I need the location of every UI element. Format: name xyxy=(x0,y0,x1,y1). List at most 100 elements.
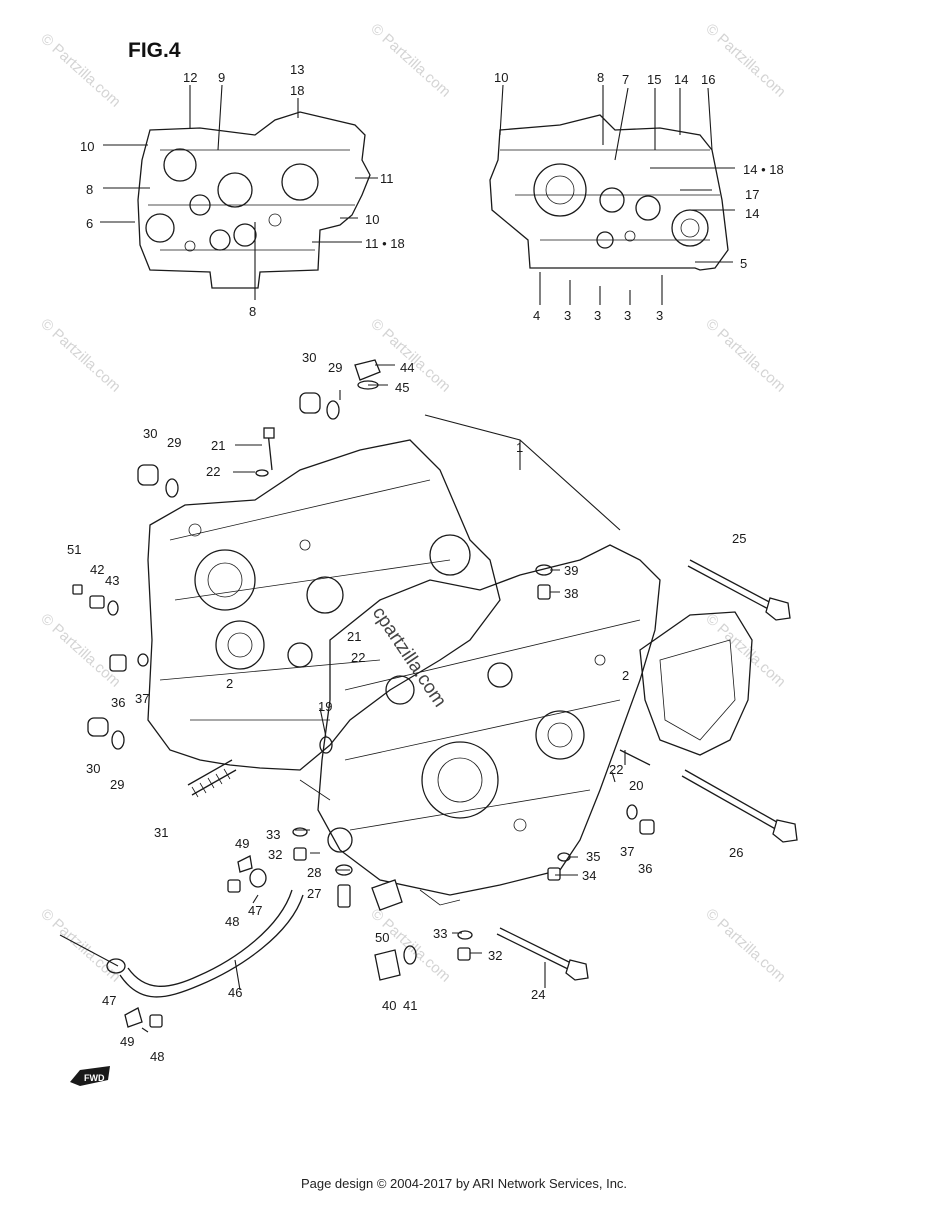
part-callout-c27: 30 xyxy=(302,350,316,365)
watermark-text: © Partzilla.com xyxy=(37,315,123,395)
part-callout-c28: 29 xyxy=(328,360,342,375)
part-callout-c33: 29 xyxy=(167,435,181,450)
part-callout-c66: 50 xyxy=(375,930,389,945)
part-callout-c39: 51 xyxy=(67,542,81,557)
part-callout-c2: 9 xyxy=(218,70,225,85)
part-callout-c67: 33 xyxy=(433,926,447,941)
oil-pressure-switch-50 xyxy=(371,879,403,911)
part-callout-c25: 3 xyxy=(624,308,631,323)
watermark-text: © Partzilla.com xyxy=(37,610,123,690)
part-callout-c1: 12 xyxy=(183,70,197,85)
part-callout-c72: 40 xyxy=(382,998,396,1013)
part-callout-c30: 45 xyxy=(395,380,409,395)
part-callout-c15: 15 xyxy=(647,72,661,87)
part-callout-c38: 38 xyxy=(564,586,578,601)
part-callout-c54: 26 xyxy=(729,845,743,860)
part-callout-c60: 28 xyxy=(307,865,321,880)
part-callout-c63: 27 xyxy=(307,886,321,901)
bolts xyxy=(496,559,798,981)
part-callout-c51: 22 xyxy=(609,762,623,777)
part-callout-c75: 48 xyxy=(150,1049,164,1064)
part-callout-c59: 32 xyxy=(268,847,282,862)
part-callout-c61: 35 xyxy=(586,849,600,864)
part-callout-c46: 2 xyxy=(226,676,233,691)
oil-seal-30 xyxy=(299,392,321,414)
part-callout-c57: 49 xyxy=(235,836,249,851)
part-callout-c12: 10 xyxy=(494,70,508,85)
part-callout-c37: 39 xyxy=(564,563,578,578)
part-callout-c5: 10 xyxy=(80,139,94,154)
part-callout-c50: 29 xyxy=(110,777,124,792)
part-callout-c17: 16 xyxy=(701,72,715,87)
part-callout-c9: 10 xyxy=(365,212,379,227)
part-callout-c52: 20 xyxy=(629,778,643,793)
part-callout-c7: 8 xyxy=(86,182,93,197)
part-callout-c53: 31 xyxy=(154,825,168,840)
part-callout-c22: 4 xyxy=(533,308,540,323)
through-bolt-26 xyxy=(681,769,798,843)
figure-title: FIG.4 xyxy=(128,39,181,62)
part-callout-c35: 22 xyxy=(206,464,220,479)
part-callout-c21: 5 xyxy=(740,256,747,271)
leader-lines xyxy=(59,84,735,1033)
right-case-half-view xyxy=(489,114,729,271)
part-callout-c74: 49 xyxy=(120,1034,134,1049)
part-callout-c19: 17 xyxy=(745,187,759,202)
watermark-text: © Partzilla.com xyxy=(367,315,453,395)
part-callout-c49: 30 xyxy=(86,761,100,776)
left-case-half-view xyxy=(137,111,371,289)
watermark-text: © Partzilla.com xyxy=(702,20,788,100)
part-callout-c42: 21 xyxy=(347,629,361,644)
part-callout-c23: 3 xyxy=(564,308,571,323)
forward-label: FWD xyxy=(84,1073,105,1083)
part-callout-c55: 37 xyxy=(620,844,634,859)
part-callout-c44: 36 xyxy=(111,695,125,710)
watermark-text: © Partzilla.com xyxy=(702,315,788,395)
part-callout-c43: 22 xyxy=(351,650,365,665)
part-callout-c45: 37 xyxy=(135,691,149,706)
oil-hose-46 xyxy=(106,868,304,998)
part-callout-c62: 34 xyxy=(582,868,596,883)
part-callout-c34: 21 xyxy=(211,438,225,453)
part-callout-c68: 32 xyxy=(488,948,502,963)
oil-filler-cap-44 xyxy=(354,359,381,381)
part-callout-c6: 11 xyxy=(380,171,394,186)
part-callout-c71: 41 xyxy=(403,998,417,1013)
part-callout-c24: 3 xyxy=(594,308,601,323)
part-callout-c10: 11 • 18 xyxy=(365,236,405,251)
watermark-layer: © Partzilla.com © Partzilla.com © Partzi… xyxy=(37,20,788,985)
part-callout-c14: 7 xyxy=(622,72,629,87)
part-callout-c26: 3 xyxy=(656,308,663,323)
through-bolt-25 xyxy=(687,559,791,621)
part-callout-c8: 6 xyxy=(86,216,93,231)
part-callout-c13: 8 xyxy=(597,70,604,85)
part-callout-c73: 24 xyxy=(531,987,545,1002)
part-callout-c29: 44 xyxy=(400,360,414,375)
part-callout-c48: 19 xyxy=(318,699,332,714)
part-callout-c64: 48 xyxy=(225,914,239,929)
page-footer: Page design © 2004-2017 by ARI Network S… xyxy=(300,1176,628,1191)
crankcase-assembly xyxy=(147,439,753,906)
watermark-text: © Partzilla.com xyxy=(367,20,453,100)
part-callout-c56: 36 xyxy=(638,861,652,876)
part-callout-c18: 14 • 18 xyxy=(743,162,784,177)
part-callout-c3: 13 xyxy=(290,62,304,77)
part-callout-c4: 18 xyxy=(290,83,304,98)
part-callout-c58: 33 xyxy=(266,827,280,842)
part-callout-c31: 1 xyxy=(516,440,523,455)
through-bolt-24 xyxy=(496,927,589,981)
part-callout-c69: 46 xyxy=(228,985,242,1000)
part-callout-c41: 43 xyxy=(105,573,119,588)
watermark-text: © Partzilla.com xyxy=(37,30,123,110)
small-parts xyxy=(72,359,655,1028)
watermark-center-text: cpartzilla.com xyxy=(368,603,450,711)
part-callout-c11: 8 xyxy=(249,304,256,319)
part-callout-c16: 14 xyxy=(674,72,688,87)
part-callout-c47: 2 xyxy=(622,668,629,683)
part-callout-c65: 47 xyxy=(248,903,262,918)
part-callout-c36: 25 xyxy=(732,531,746,546)
watermark-text: © Partzilla.com xyxy=(702,905,788,985)
